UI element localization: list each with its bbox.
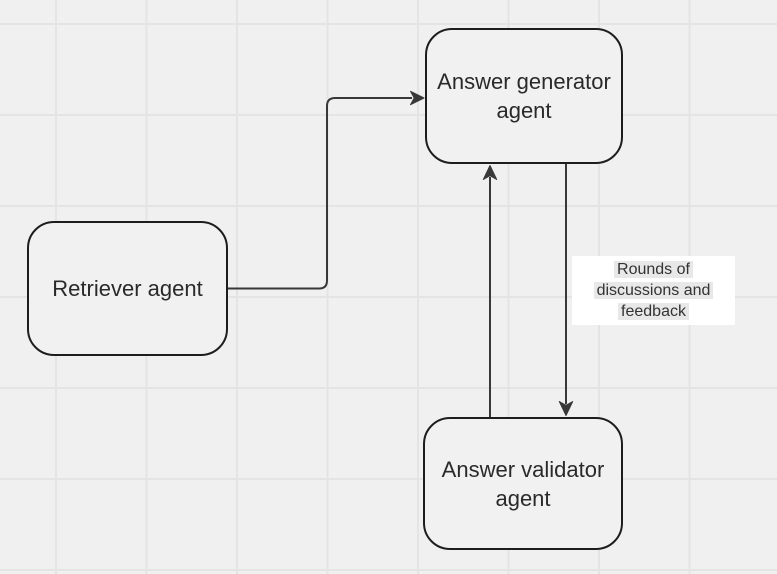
edge-label-line1: Rounds of (572, 259, 735, 280)
edge-label-text2: discussions and (593, 282, 714, 299)
edge-label-rounds-of-discussions: Rounds of discussions and feedback (572, 256, 735, 325)
node-retriever-label: Retriever agent (52, 276, 203, 301)
node-generator-label-line2: agent (496, 98, 552, 123)
edge-label-line2: discussions and (572, 280, 735, 301)
node-validator-label-line2: agent (495, 485, 551, 511)
edge-label-text1: Rounds of (614, 261, 693, 278)
node-answer-generator-agent: Answer generator agent (425, 28, 623, 164)
edge-label-text3: feedback (618, 303, 689, 320)
arrowhead-into-generator-bottom (482, 165, 498, 180)
edge-retriever-to-generator (228, 97, 412, 290)
node-answer-validator-agent: Answer validator agent (423, 417, 623, 550)
arrowhead-into-generator-left (410, 90, 425, 106)
edge-label-line3: feedback (572, 301, 735, 322)
node-generator-label-line1: Answer generator (437, 69, 611, 94)
node-retriever-agent: Retriever agent (27, 221, 228, 356)
node-validator-label-line1: Answer validator (441, 456, 605, 482)
arrowhead-into-validator-top (558, 401, 574, 416)
